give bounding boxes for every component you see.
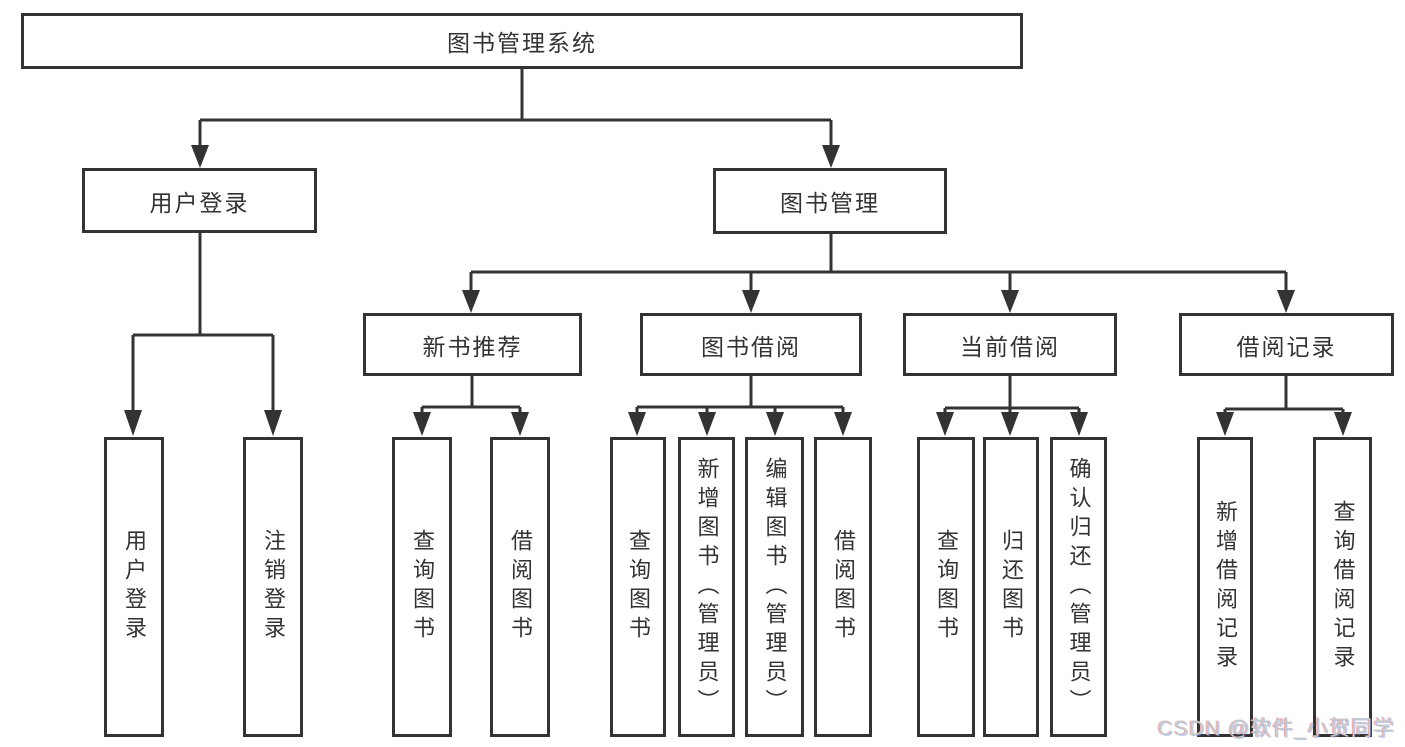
leaf-add-book-admin: 新增图书（管理员） bbox=[678, 437, 735, 737]
node-label: 图书管理 bbox=[780, 190, 880, 216]
node-label: 图书借阅 bbox=[701, 333, 801, 360]
node-label: 查询图书 bbox=[626, 529, 651, 645]
node-new-book-recommend: 新书推荐 bbox=[363, 313, 582, 376]
node-label: 图书管理系统 bbox=[447, 30, 597, 56]
leaf-borrow-book-recommend: 借阅图书 bbox=[490, 437, 550, 737]
leaf-logout: 注销登录 bbox=[243, 437, 303, 737]
node-label: 查询图书 bbox=[410, 529, 435, 645]
csdn-watermark: CSDN @软件_小贺同学 bbox=[1157, 717, 1395, 740]
leaf-return-book: 归还图书 bbox=[983, 437, 1039, 737]
leaf-borrow-book: 借阅图书 bbox=[814, 437, 872, 737]
leaf-user-login: 用户登录 bbox=[104, 437, 164, 737]
node-label: 借阅图书 bbox=[831, 529, 856, 645]
node-label: 注销登录 bbox=[261, 529, 286, 645]
node-label: 新增图书（管理员） bbox=[694, 456, 720, 718]
node-book-management: 图书管理 bbox=[713, 168, 947, 234]
node-label: 借阅图书 bbox=[508, 529, 533, 645]
leaf-query-book-recommend: 查询图书 bbox=[392, 437, 452, 737]
node-label: 确认归还（管理员） bbox=[1066, 456, 1092, 718]
node-label: 新书推荐 bbox=[422, 333, 523, 360]
node-book-borrow: 图书借阅 bbox=[640, 313, 862, 376]
leaf-query-book-borrow: 查询图书 bbox=[610, 437, 666, 737]
node-label: 用户登录 bbox=[122, 529, 147, 645]
leaf-edit-book-admin: 编辑图书（管理员） bbox=[745, 437, 804, 737]
node-label: 归还图书 bbox=[999, 529, 1024, 645]
leaf-query-borrow-record: 查询借阅记录 bbox=[1313, 437, 1372, 737]
node-label: 查询图书 bbox=[934, 529, 959, 645]
leaf-add-borrow-record: 新增借阅记录 bbox=[1197, 437, 1253, 737]
node-label: 查询借阅记录 bbox=[1330, 500, 1356, 674]
node-current-borrow: 当前借阅 bbox=[903, 313, 1117, 376]
node-library-management-system: 图书管理系统 bbox=[21, 13, 1023, 69]
node-label: 新增借阅记录 bbox=[1213, 500, 1238, 674]
node-label: 借阅记录 bbox=[1236, 333, 1337, 360]
node-label: 编辑图书（管理员） bbox=[762, 456, 788, 718]
leaf-query-book-current: 查询图书 bbox=[917, 437, 975, 737]
node-borrow-record: 借阅记录 bbox=[1179, 313, 1394, 376]
leaf-confirm-return-admin: 确认归还（管理员） bbox=[1050, 437, 1107, 737]
node-user-login: 用户登录 bbox=[82, 168, 317, 233]
node-label: 当前借阅 bbox=[960, 333, 1060, 360]
node-label: 用户登录 bbox=[149, 189, 250, 216]
